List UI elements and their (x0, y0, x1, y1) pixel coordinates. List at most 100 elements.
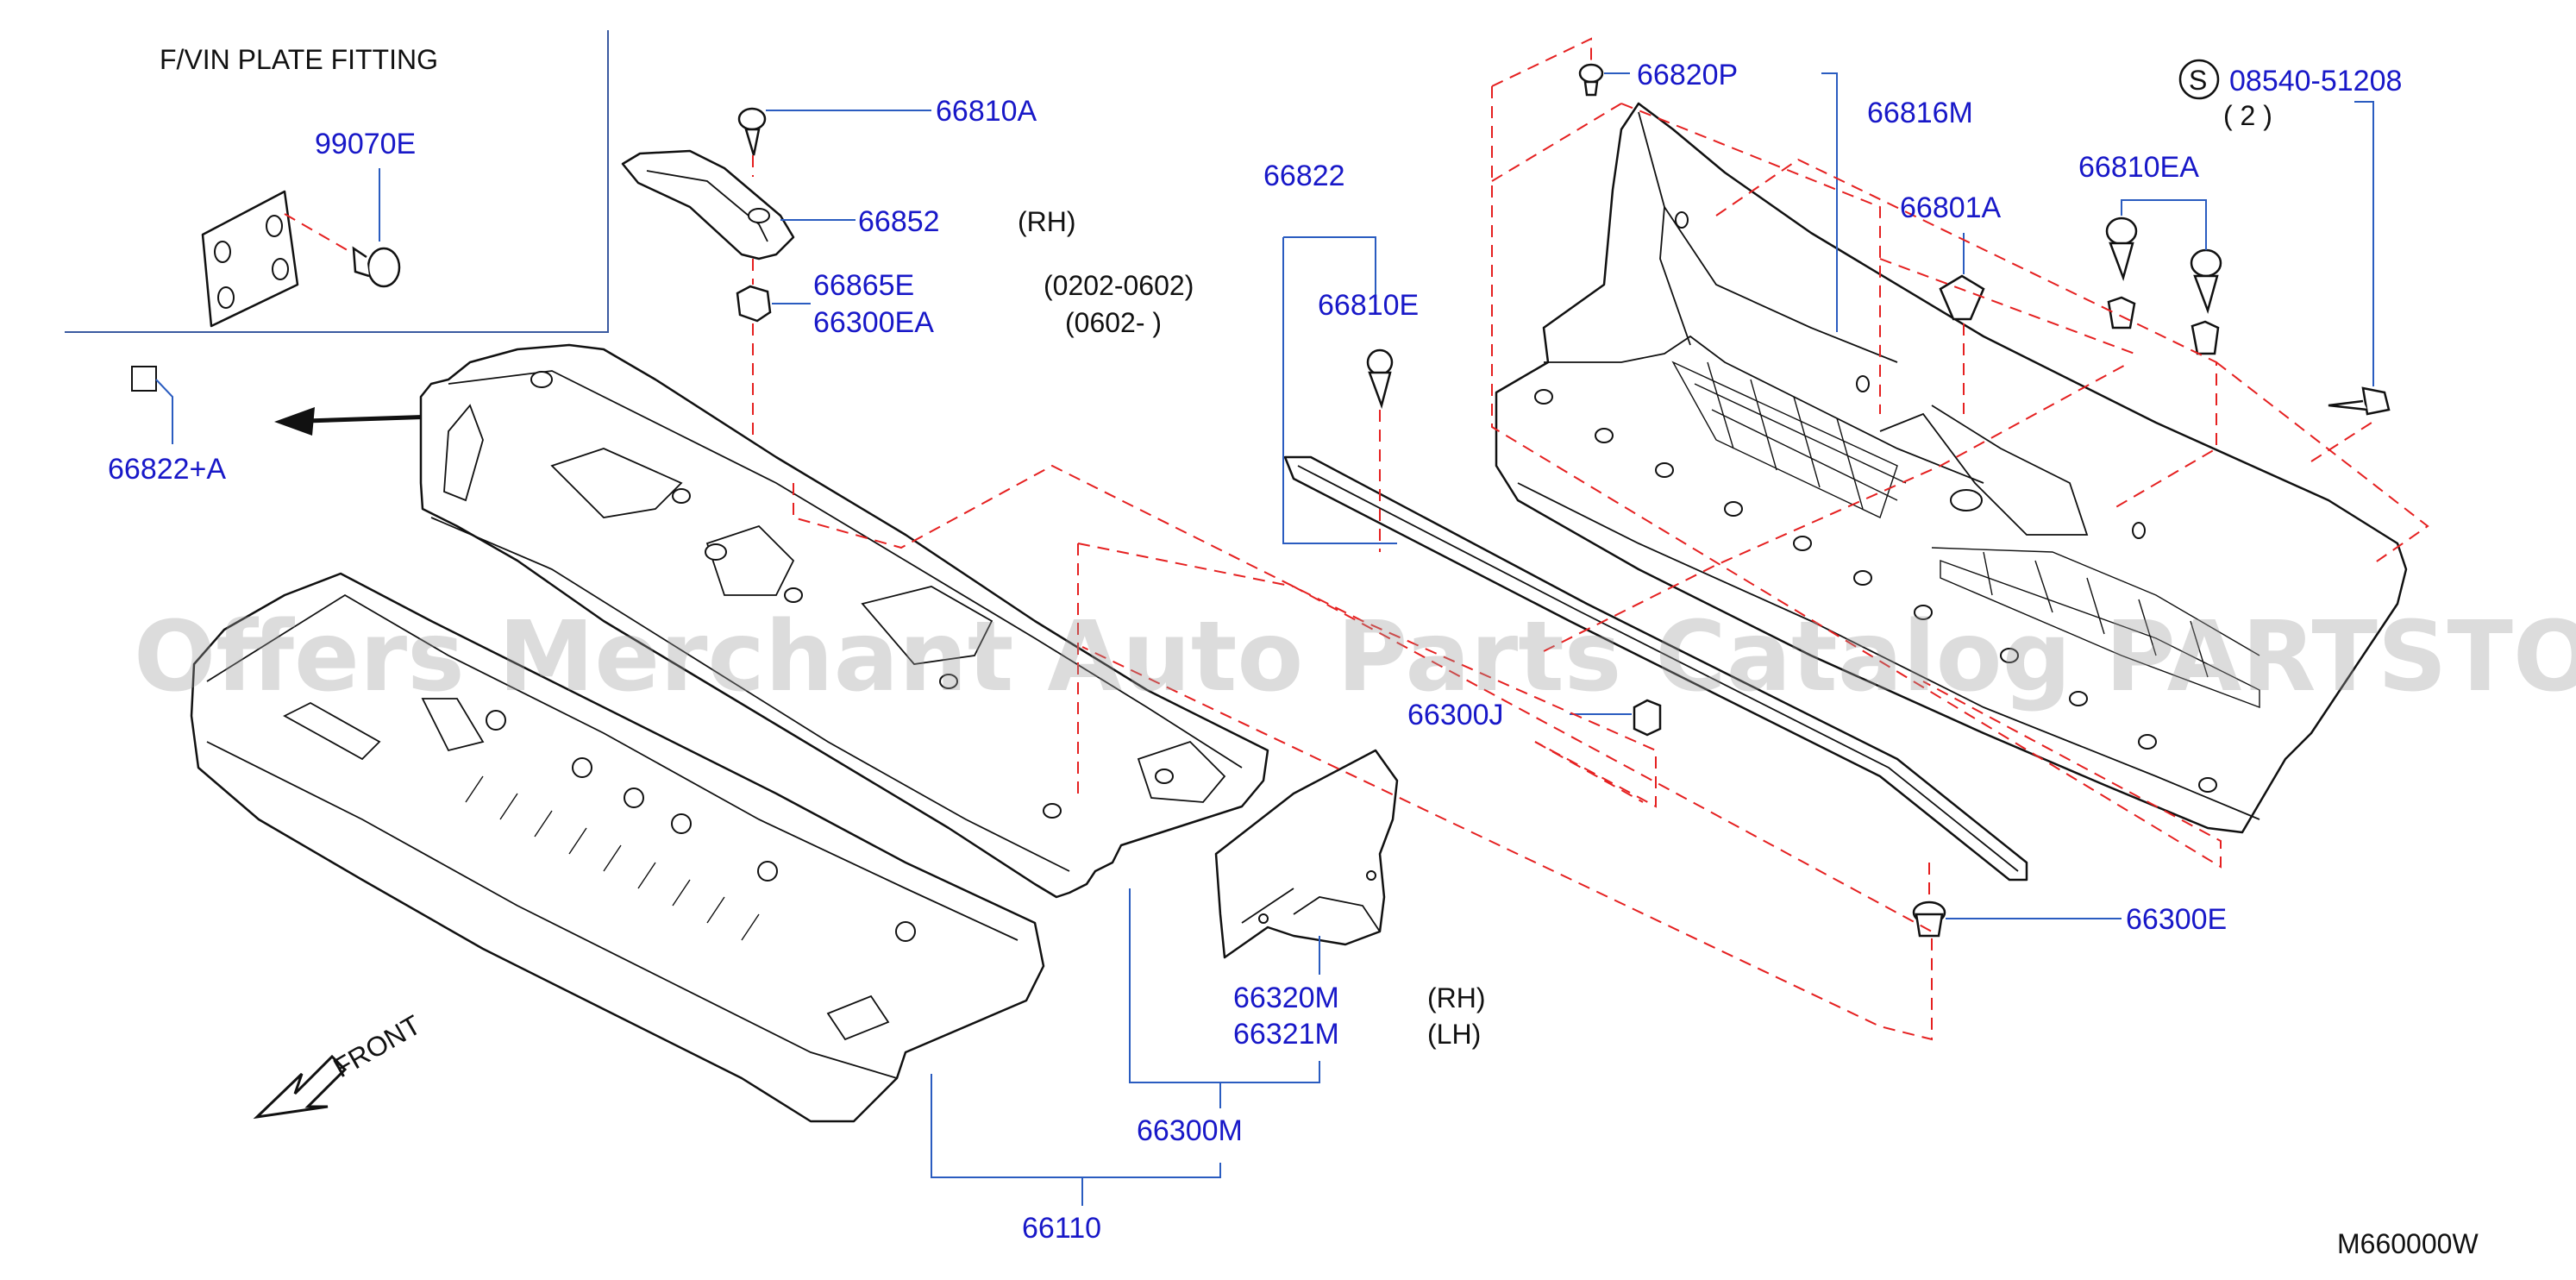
grille-hole (1856, 375, 1870, 392)
leader-08540 (2354, 101, 2374, 386)
dash-panel-upper-edge (206, 593, 1018, 941)
label-66810EA: 66810EA (2078, 151, 2199, 184)
label-66300J: 66300J (1407, 699, 1504, 731)
grille-fin (1638, 111, 1898, 363)
grille-hole (1675, 211, 1689, 229)
seal-strip-groove (1297, 465, 2019, 872)
bracket-66852 (621, 149, 795, 260)
rivet-99070E (367, 247, 401, 288)
part-66110-dash-panel (190, 572, 1045, 1123)
clip-66300J (1570, 699, 1662, 737)
inset-box: F/VIN PLATE FITTING 99070E (65, 30, 609, 333)
clip-66300J-body (1633, 699, 1662, 737)
clip-66300E-body (1915, 913, 1944, 938)
bolt-08540-head (2361, 386, 2391, 416)
dash-panel-recess (421, 698, 485, 752)
label-66320M: 66320M (1233, 982, 1339, 1014)
dash-panel-hole (486, 710, 506, 731)
screw-66810E (1366, 348, 1394, 552)
grille-hole (1853, 570, 1872, 586)
note-66321M: (LH) (1427, 1019, 1481, 1050)
grille-hole (1950, 489, 1983, 511)
dash-panel-hole (624, 787, 644, 808)
label-66820P: 66820P (1637, 59, 1738, 91)
leader-66816M (1821, 72, 1838, 332)
side-bracket-hole (1258, 913, 1269, 924)
bolt-66820P (1578, 63, 1630, 97)
seal-strip-outline (1283, 455, 2028, 882)
cowl-top-upper-lower-edge (430, 517, 1070, 872)
clip-66801A (1939, 233, 1985, 414)
leader-66822-bracket (1282, 237, 1397, 544)
screw-66810EA-thread (2109, 242, 2134, 282)
dash-outline-clip (1534, 741, 1644, 803)
note-66300EA: (0602- ) (1065, 307, 1162, 338)
note-66320M: (RH) (1427, 982, 1486, 1013)
grille-hole (1595, 428, 1614, 443)
vin-plate-hole (266, 215, 283, 237)
cowl-top-upper-hole (939, 674, 958, 689)
label-08540-symbol: S (2189, 65, 2207, 96)
leader-66110 (931, 1074, 1221, 1178)
grille-hole (1534, 389, 1553, 405)
bracket-66852-rib (646, 170, 768, 242)
label-66110: 66110 (1022, 1212, 1101, 1245)
assembly-dash-lines (793, 37, 2429, 1041)
grille-hole (1914, 605, 1933, 620)
dash-panel-slot (826, 995, 890, 1041)
bolt-66820P-head (1578, 63, 1604, 84)
cowl-top-upper (419, 343, 1269, 899)
dash-panel-hole (757, 861, 778, 882)
grille-hole (2138, 734, 2157, 750)
dash-panel-hole (671, 813, 692, 834)
dash-panel-hole (572, 757, 592, 778)
cowl-top-upper-hole (1043, 803, 1062, 819)
inset-border (65, 30, 609, 333)
label-08540-51208: 08540-51208 (2229, 65, 2402, 97)
grille-hole (1724, 501, 1743, 517)
screw-66810EA-thread (2193, 274, 2219, 315)
bracket-66852-hole (748, 208, 770, 223)
vin-plate-hole (217, 286, 235, 309)
leader-66822-top (1283, 236, 1376, 302)
dash-panel-lower-edge (206, 741, 898, 1079)
label-66801A: 66801A (1900, 191, 2002, 224)
standard-part-symbol (2178, 59, 2220, 100)
grille-front-lip (1544, 335, 1984, 484)
diagram-code: M660000W (2337, 1228, 2479, 1259)
note-66865E: (0202-0602) (1044, 270, 1194, 301)
part-labels: 66810A 66852 (RH) 66865E (0202-0602) 663… (813, 59, 2479, 1259)
cowl-top-upper-hole (784, 587, 803, 603)
front-arrow-icon (253, 1054, 348, 1120)
grille-hole (2000, 648, 2019, 663)
grille-hole (2132, 522, 2146, 539)
dash-panel-ribs (465, 775, 760, 941)
dash-panel-outline (190, 572, 1045, 1123)
front-label: FRONT (329, 1009, 426, 1083)
dash-outline-grille-right (2216, 361, 2429, 566)
grille-hole (1655, 462, 1674, 478)
label-08540-qty: ( 2 ) (2223, 100, 2272, 131)
front-indicator: FRONT (253, 1009, 426, 1120)
inset-title: F/VIN PLATE FITTING (160, 44, 438, 75)
nut-66810EA (2107, 296, 2136, 329)
grille-fin-edge (1659, 206, 1691, 346)
label-66816M: 66816M (1867, 97, 1973, 129)
cowl-top-upper-hole (1155, 769, 1174, 784)
dash-panel-slot (283, 701, 381, 761)
nut-66810EA (2191, 320, 2220, 355)
screw-66810E-thread (1368, 371, 1392, 410)
bolt-08540-thread (2328, 399, 2368, 411)
screw-66810EA-head (2190, 248, 2222, 278)
rivet-dash (284, 213, 363, 260)
bolt-08540-51208 (2178, 59, 2391, 416)
leader-66300M-left (1129, 888, 1320, 1083)
part-66320M (1214, 749, 1399, 975)
legend-square (131, 366, 157, 392)
dash-outline-upper-cowl (793, 464, 1657, 808)
side-bracket-flange (1293, 896, 1381, 932)
screw-66810A (737, 107, 931, 177)
cowl-top-upper-hole (530, 371, 553, 388)
